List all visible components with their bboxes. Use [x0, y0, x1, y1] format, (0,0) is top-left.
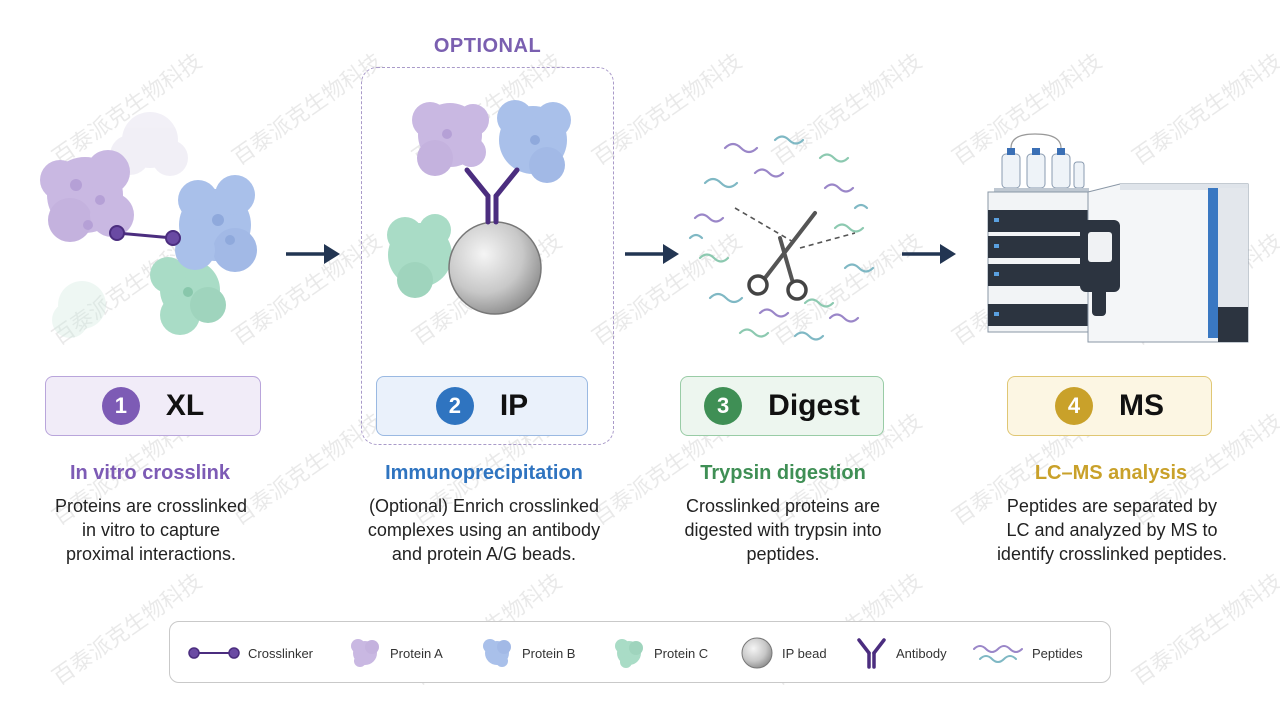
description-line: peptides. [746, 544, 820, 564]
description-line: LC and analyzed by MS to [1006, 520, 1218, 540]
ip-bead-icon [741, 637, 773, 669]
step-1-number: 1 [101, 387, 140, 425]
description-line: and protein A/G beads. [391, 544, 577, 564]
lcms-instrument-illustration [987, 133, 1249, 343]
antibody-icon [464, 167, 520, 225]
protein-a-blob [40, 150, 134, 242]
step-3-box: 3 Digest [680, 376, 884, 436]
ms-unit [1080, 183, 1249, 343]
description-line: Proteins are crosslinked [54, 496, 248, 516]
legend-label: Crosslinker [248, 645, 314, 661]
legend-item-ip-bead: IP bead [740, 622, 827, 684]
step-2-number: 2 [435, 387, 474, 425]
description-line: proximal interactions. [65, 544, 237, 564]
step-4-description: Peptides are separated by LC and analyze… [972, 494, 1252, 566]
protein-b-blob [175, 175, 257, 272]
step-4-title: LC–MS analysis [1034, 462, 1188, 484]
step-3-number: 3 [704, 387, 743, 425]
arrow-right-icon [286, 244, 340, 264]
lc-stack [987, 191, 1089, 333]
description-line: (Optional) Enrich crosslinked [368, 496, 600, 516]
legend-item-protein-b: Protein B [480, 622, 575, 684]
protein-c-blob [387, 214, 452, 298]
optional-frame [361, 67, 614, 445]
step-2-description: (Optional) Enrich crosslinked complexes … [345, 494, 623, 566]
legend-label: Protein A [390, 645, 443, 661]
peptides-icon [973, 645, 1023, 663]
ip-bead-icon [448, 221, 542, 315]
step-1-description: Proteins are crosslinked in vitro to cap… [20, 494, 282, 566]
description-line: in vitro to capture [81, 520, 221, 540]
protein-b-blob [497, 100, 571, 183]
solvent-bottles [994, 133, 1089, 192]
step-4-box: 4 MS [1007, 376, 1212, 436]
legend-item-antibody: Antibody [854, 622, 947, 684]
description-line: Peptides are separated by [1006, 496, 1218, 516]
step-2-title: Immunoprecipitation [385, 462, 583, 484]
protein-a-blob [412, 102, 489, 176]
legend-item-protein-c: Protein C [612, 622, 708, 684]
legend-label: IP bead [782, 645, 827, 661]
antibody-icon [857, 638, 886, 669]
peptides-cluster [688, 135, 875, 341]
legend-label: Protein C [654, 645, 709, 661]
protein-c-blob [150, 257, 226, 335]
step-3-title: Trypsin digestion [700, 462, 866, 484]
crosslinker-icon [188, 647, 240, 659]
scissors-icon [734, 207, 856, 301]
digest-illustration [688, 135, 875, 341]
step-3-label: Digest [768, 389, 860, 422]
legend-label: Antibody [896, 645, 947, 661]
protein-a-icon [351, 639, 379, 667]
ip-illustration [387, 100, 571, 315]
crosslink-illustration [40, 112, 257, 338]
protein-b-icon [483, 639, 511, 667]
description-line: Crosslinked proteins are [685, 496, 881, 516]
step-1-label: XL [165, 389, 205, 422]
faded-protein [52, 112, 188, 338]
description-line: complexes using an antibody [367, 520, 601, 540]
arrow-right-icon [902, 244, 956, 264]
description-line: identify crosslinked peptides. [996, 544, 1228, 564]
description-line: digested with trypsin into [684, 520, 882, 540]
step-1-box: 1 XL [45, 376, 261, 436]
legend-label: Protein B [522, 645, 576, 661]
step-2-box: 2 IP [376, 376, 588, 436]
step-2-label: IP [499, 389, 529, 422]
legend: Crosslinker Protein A Protein B Protein … [169, 621, 1111, 683]
crosslinker-icon [109, 225, 181, 246]
arrow-right-icon [625, 244, 679, 264]
step-3-description: Crosslinked proteins are digested with t… [652, 494, 914, 566]
protein-c-icon [615, 639, 643, 668]
legend-label: Peptides [1032, 645, 1083, 661]
watermark: 百泰派克生物科技 [1128, 569, 1280, 691]
legend-item-peptides: Peptides [972, 622, 1083, 684]
optional-label: OPTIONAL [433, 35, 542, 57]
legend-item-protein-a: Protein A [348, 622, 443, 684]
legend-item-crosslinker: Crosslinker [188, 622, 313, 684]
step-1-title: In vitro crosslink [69, 462, 231, 484]
step-4-number: 4 [1055, 387, 1093, 425]
step-4-label: MS [1119, 389, 1164, 422]
